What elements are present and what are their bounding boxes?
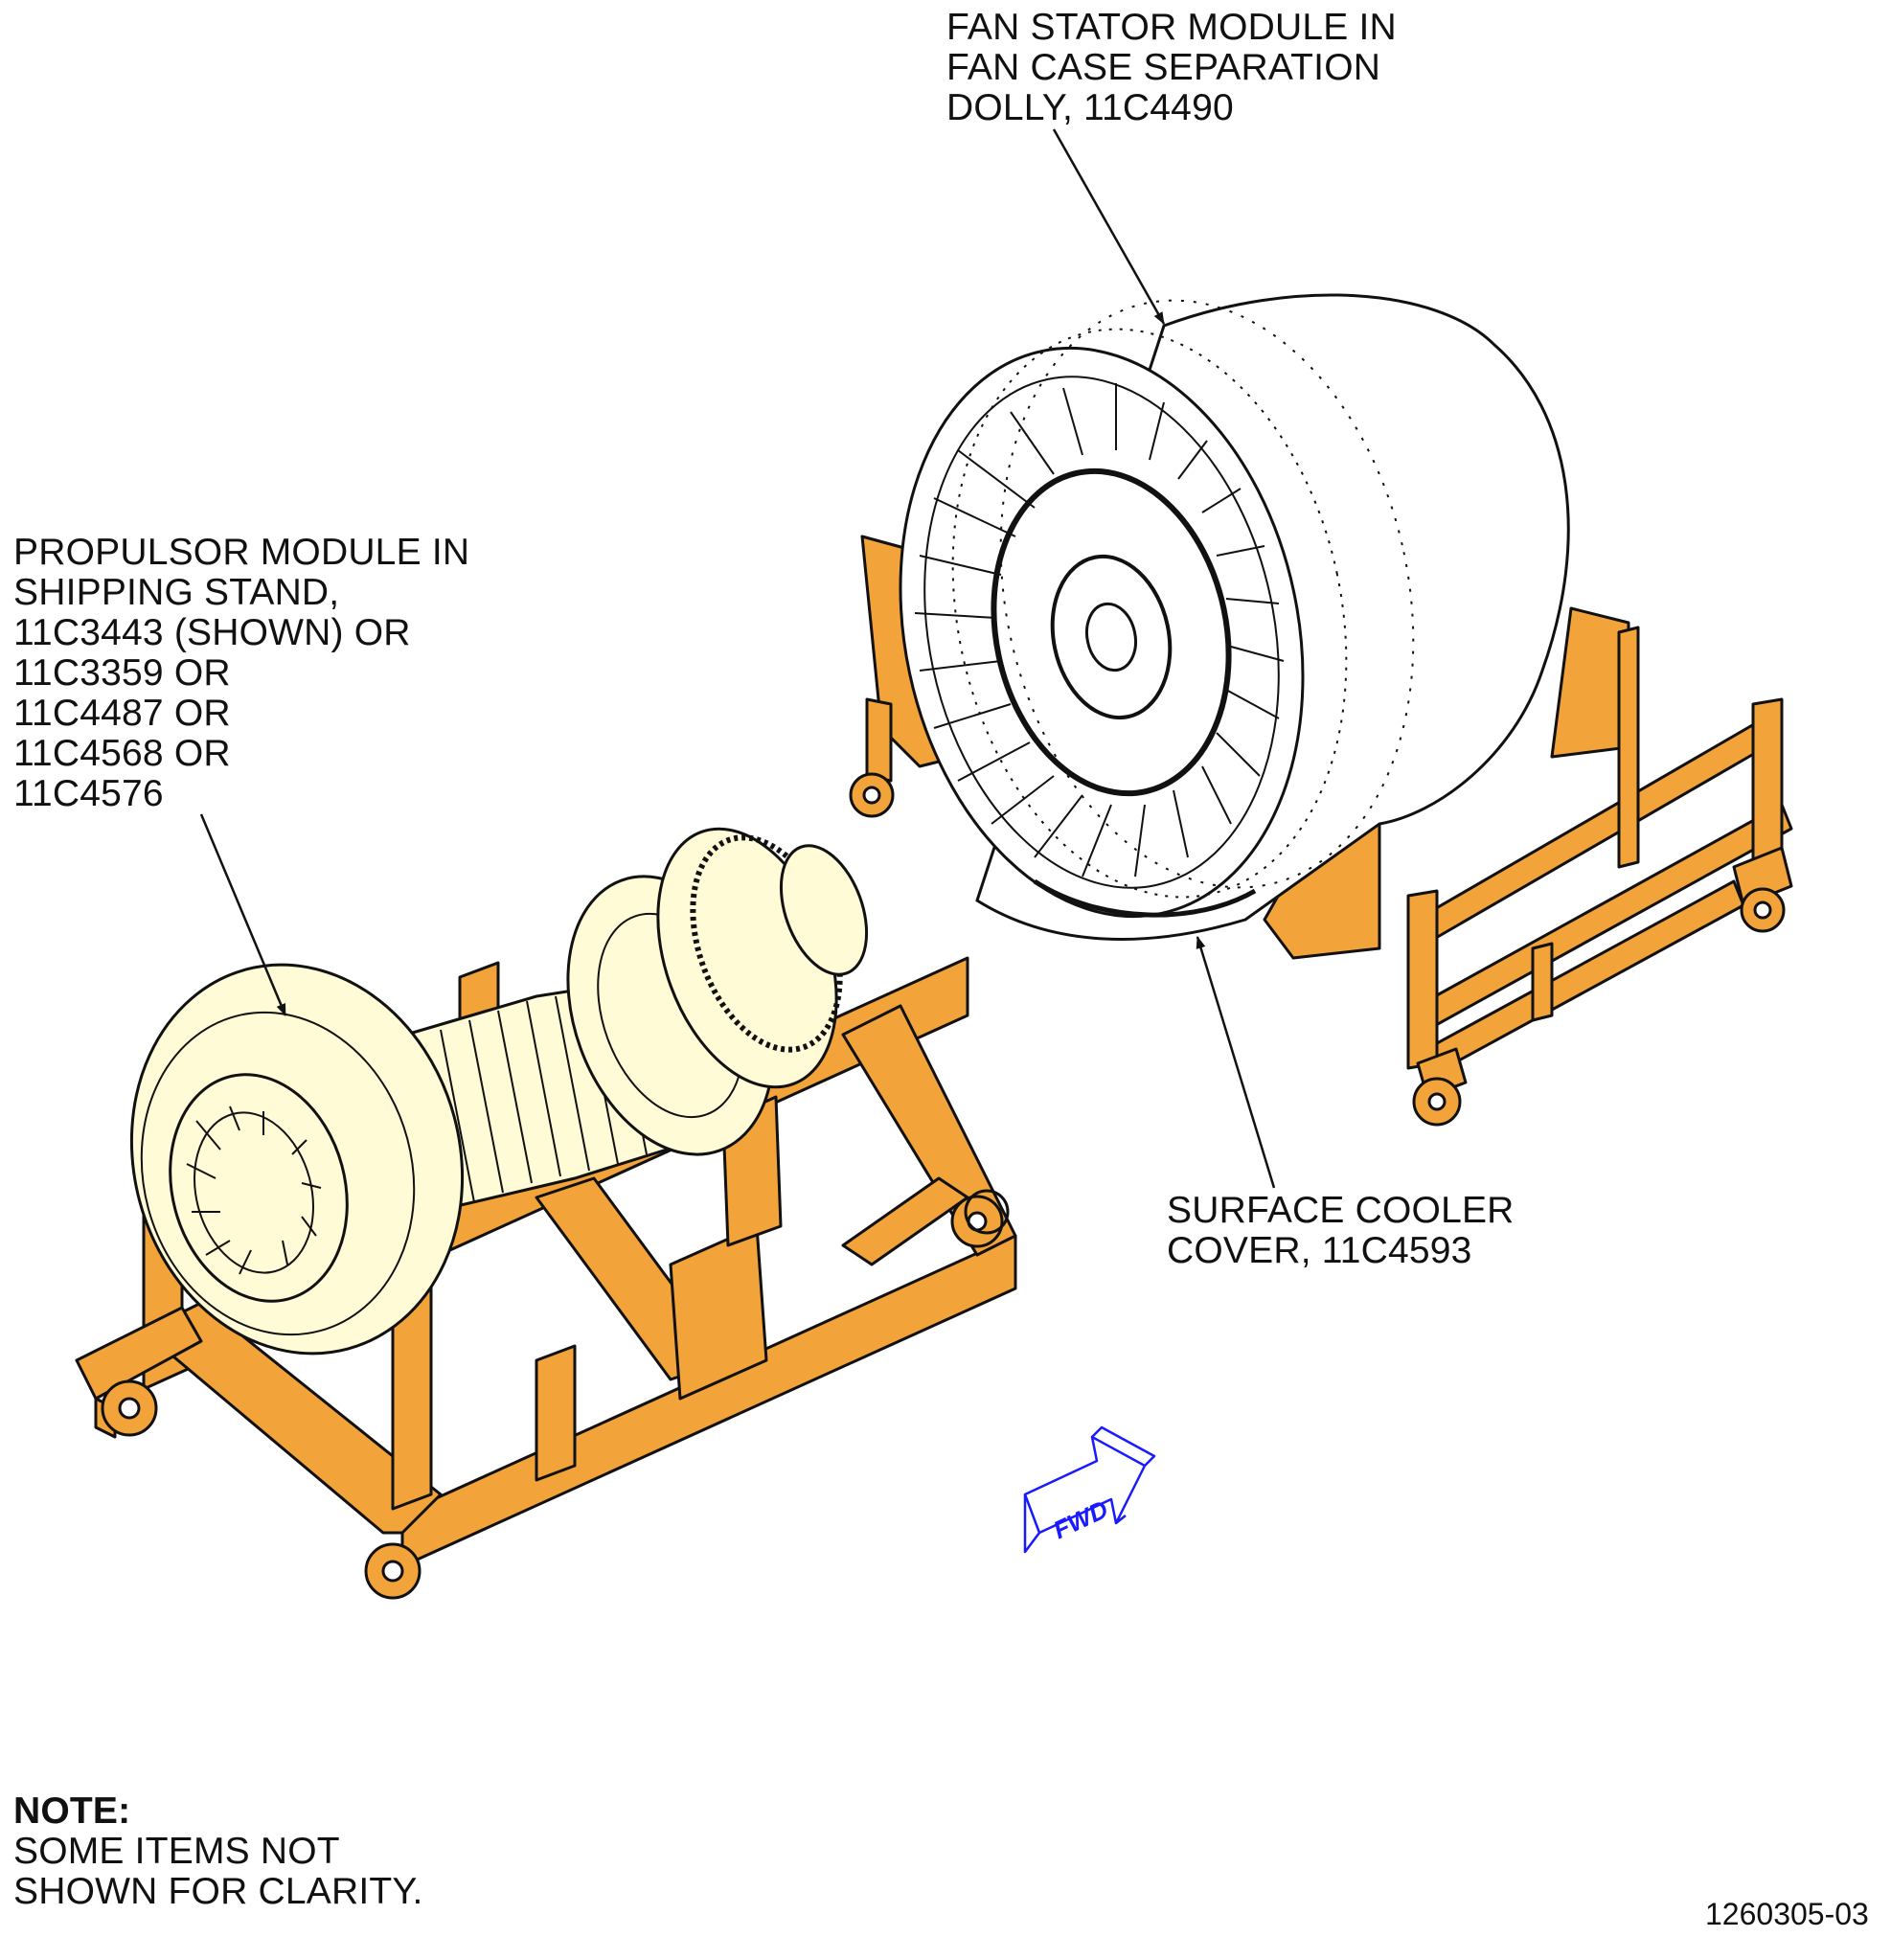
fwd-arrow-icon	[1023, 1425, 1156, 1554]
callout-line: FAN CASE SEPARATION	[946, 47, 1381, 88]
surface-cooler-callout: SURFACE COOLER COVER, 11C4593	[1167, 1191, 1515, 1271]
dolly-casters	[849, 772, 1786, 1127]
document-number: 1260305-03	[1705, 1897, 1869, 1931]
callout-line: DOLLY, 11C4490	[946, 87, 1234, 128]
leader-propulsor	[199, 813, 287, 1016]
fan-stator-module	[899, 293, 1570, 941]
callout-line: FAN STATOR MODULE IN	[946, 7, 1397, 48]
fan-stator-callout: FAN STATOR MODULE IN FAN CASE SEPARATION…	[946, 8, 1397, 128]
leader-surface-cooler	[1196, 936, 1276, 1189]
callout-line: 11C4487 OR	[13, 693, 231, 734]
note-block: NOTE: SOME ITEMS NOT SHOWN FOR CLARITY.	[13, 1791, 423, 1912]
leader-fan-stator	[1052, 128, 1166, 325]
callout-line: PROPULSOR MODULE IN	[13, 532, 470, 573]
fwd-label: FWD	[1049, 1494, 1113, 1544]
callout-line: SURFACE COOLER	[1167, 1190, 1515, 1231]
note-title: NOTE:	[13, 1790, 131, 1832]
callout-line: 11C3359 OR	[13, 652, 231, 694]
leader-lines	[199, 128, 1276, 1189]
callout-line: 11C4568 OR	[13, 733, 231, 774]
callout-line: 11C4576	[13, 773, 164, 814]
propulsor-stand-casters	[101, 1189, 1010, 1600]
callout-line: 11C3443 (SHOWN) OR	[13, 612, 411, 653]
callout-line: COVER, 11C4593	[1167, 1230, 1472, 1271]
propulsor-module	[129, 827, 869, 1356]
callout-line: SHIPPING STAND,	[13, 572, 340, 613]
propulsor-callout: PROPULSOR MODULE IN SHIPPING STAND, 11C3…	[13, 533, 469, 814]
note-line: SOME ITEMS NOT	[13, 1831, 340, 1872]
note-line: SHOWN FOR CLARITY.	[13, 1871, 423, 1912]
